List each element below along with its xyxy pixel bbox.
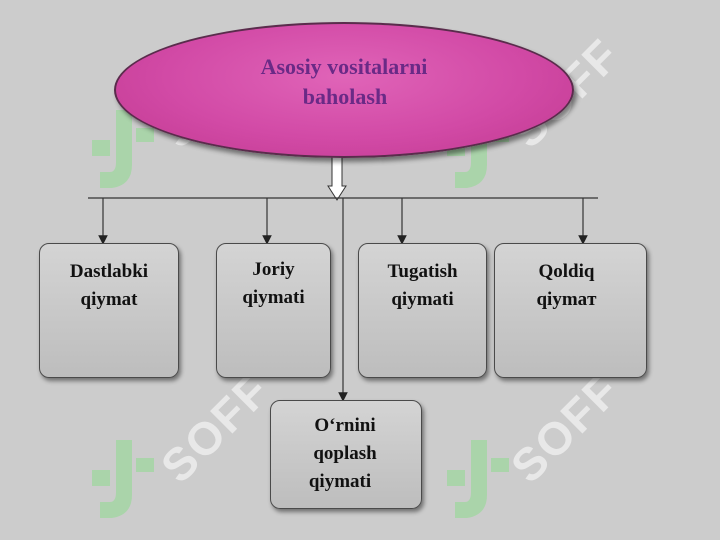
box-tugatish-qiymati: Tugatish qiymati	[358, 243, 487, 378]
box-label-line: Tugatish	[387, 261, 458, 282]
box-label-line: qoplash	[313, 443, 377, 464]
box-joriy-qiymati: Joriy qiymati	[216, 243, 331, 378]
box-label-line: qiymati	[391, 289, 454, 310]
box-label-line: Qoldiq	[538, 261, 595, 282]
main-arrow	[327, 155, 347, 201]
box-label-line: qiymat	[80, 289, 138, 310]
title-line-1: Asosiy vositalarni	[260, 54, 428, 79]
box-label-line: qiymati	[242, 287, 305, 308]
box-qoldiq-qiymat: Qoldiq qiymaт	[494, 243, 647, 378]
box-label-line: qiymaт	[536, 289, 597, 310]
box-label-line: O‘rnini	[314, 415, 376, 436]
title-ellipse: Asosiy vositalarni baholash	[114, 22, 574, 158]
box-dastlabki-qiymat: Dastlabki qiymat	[39, 243, 179, 378]
diagram-title: Asosiy vositalarni baholash	[116, 52, 572, 112]
box-label-line: Dastlabki	[69, 261, 149, 282]
title-line-2: baholash	[302, 84, 388, 109]
box-ornini-qoplash-qiymati: O‘rnini qoplash qiymati	[270, 400, 422, 509]
box-label-line: Joriy	[252, 259, 295, 280]
box-label-line: qiymati	[308, 471, 372, 492]
